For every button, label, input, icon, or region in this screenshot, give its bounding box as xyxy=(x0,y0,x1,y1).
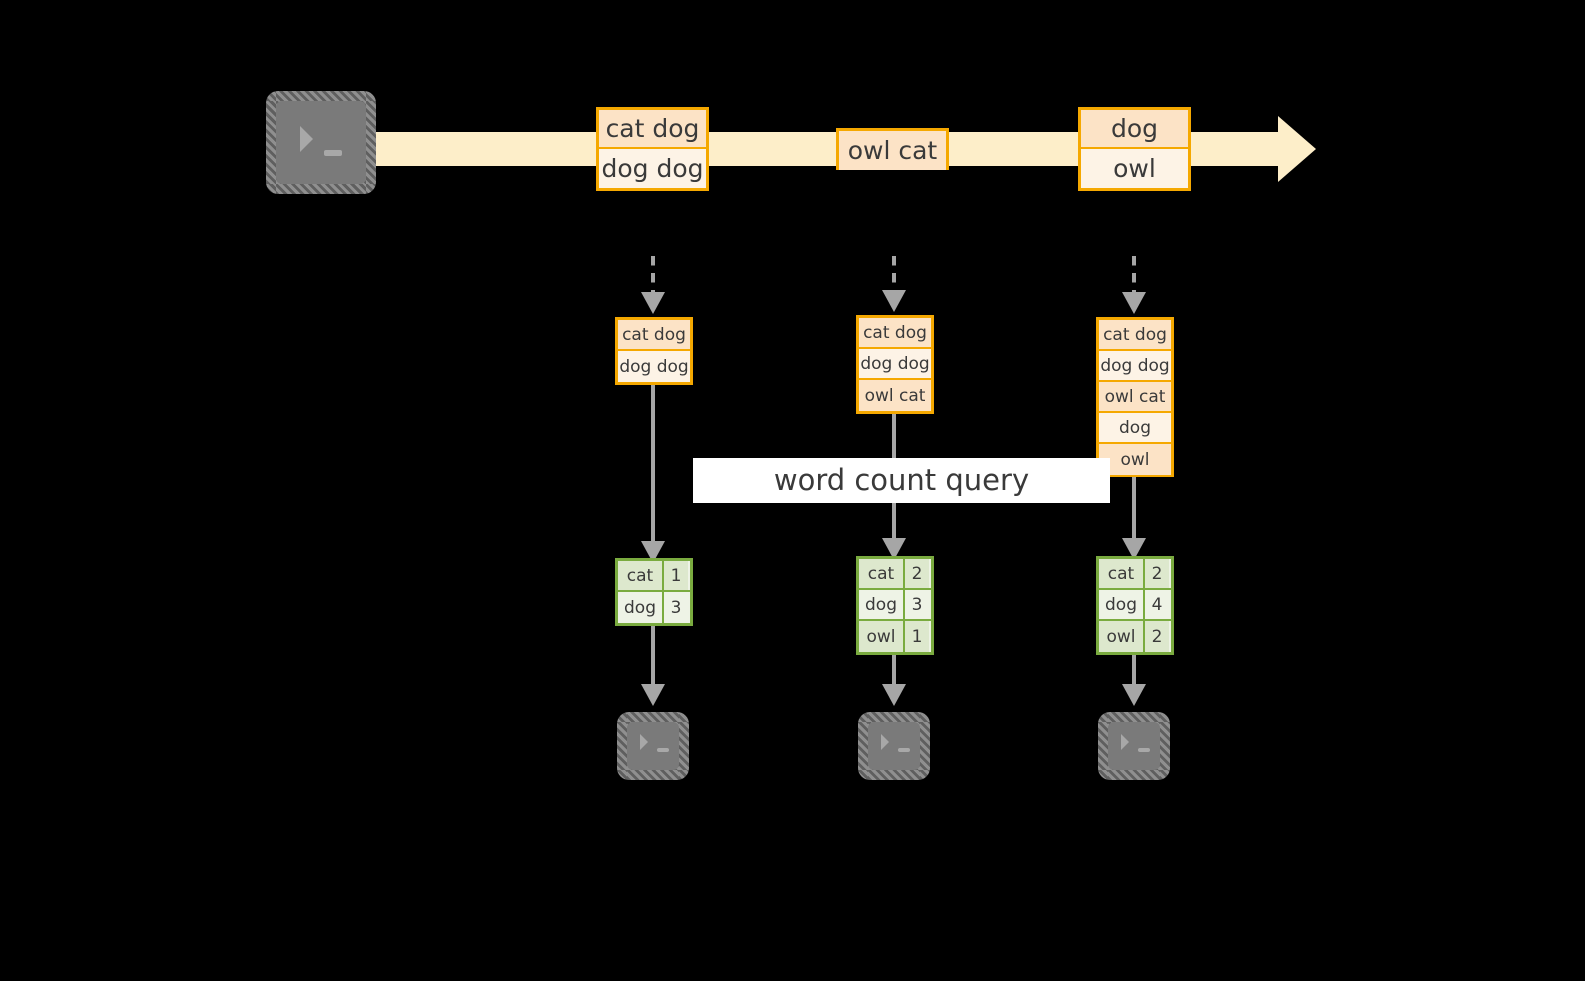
column-1-state-stack[interactable]: cat dog dog dog xyxy=(615,317,693,385)
column-2-tap-line xyxy=(892,256,896,294)
column-2-state-stack[interactable]: cat dog dog dog owl cat xyxy=(856,315,934,414)
terminal-screen xyxy=(627,722,679,770)
state-record-line: dog dog xyxy=(618,351,690,382)
count-row: owl 2 xyxy=(1099,621,1171,652)
count-row: cat 1 xyxy=(618,561,690,592)
timeline-record-3[interactable]: dog owl xyxy=(1078,107,1191,191)
count-row: cat 2 xyxy=(859,559,931,590)
timeline-arrow-head xyxy=(1278,116,1316,182)
column-2-sink-arrowhead xyxy=(882,684,906,706)
column-2-sink-line xyxy=(892,655,896,688)
column-3-query-arrowhead xyxy=(1122,538,1146,560)
count-word: dog xyxy=(1099,590,1145,619)
terminal-screen xyxy=(868,722,920,770)
column-2-query-arrowhead xyxy=(882,538,906,560)
terminal-cursor-icon xyxy=(657,748,669,752)
count-row: cat 2 xyxy=(1099,559,1171,590)
state-record-line: cat dog xyxy=(618,320,690,351)
terminal-screen xyxy=(276,101,366,184)
column-3-state-stack[interactable]: cat dog dog dog owl cat dog owl xyxy=(1096,317,1174,477)
column-3-query-line xyxy=(1132,477,1136,542)
record-line: cat dog xyxy=(599,110,706,149)
record-line: dog dog xyxy=(599,149,706,188)
state-record-line: owl cat xyxy=(1099,382,1171,413)
column-1-count-table[interactable]: cat 1 dog 3 xyxy=(615,558,693,626)
terminal-cursor-icon xyxy=(1138,748,1150,752)
count-row: dog 3 xyxy=(618,592,690,623)
column-1-sink-line xyxy=(651,626,655,688)
column-1-query-line xyxy=(651,385,655,545)
column-3-count-table[interactable]: cat 2 dog 4 owl 2 xyxy=(1096,556,1174,655)
count-word: dog xyxy=(859,590,905,619)
count-value: 4 xyxy=(1145,590,1169,619)
state-record-line: dog dog xyxy=(859,349,931,380)
terminal-prompt-chevron-icon xyxy=(300,126,313,152)
terminal-cursor-icon xyxy=(898,748,910,752)
count-value: 1 xyxy=(664,561,688,590)
count-word: cat xyxy=(618,561,664,590)
count-word: owl xyxy=(859,621,905,652)
record-line: owl cat xyxy=(839,131,946,170)
count-value: 1 xyxy=(905,621,929,652)
state-record-line: cat dog xyxy=(1099,320,1171,351)
count-value: 2 xyxy=(1145,621,1169,652)
state-record-line: dog dog xyxy=(1099,351,1171,382)
column-2-count-table[interactable]: cat 2 dog 3 owl 1 xyxy=(856,556,934,655)
column-1-sink-arrowhead xyxy=(641,684,665,706)
column-3-sink-line xyxy=(1132,655,1136,688)
count-word: owl xyxy=(1099,621,1145,652)
column-3-sink-arrowhead xyxy=(1122,684,1146,706)
count-row: dog 4 xyxy=(1099,590,1171,621)
state-record-line: owl cat xyxy=(859,380,931,411)
query-label: word count query xyxy=(773,462,1030,497)
state-record-line: owl xyxy=(1099,444,1171,475)
count-word: dog xyxy=(618,592,664,623)
query-label-band: word count query xyxy=(693,458,1110,503)
record-line: dog xyxy=(1081,110,1188,149)
record-line: owl xyxy=(1081,149,1188,188)
column-3-sink-terminal[interactable] xyxy=(1098,712,1170,780)
count-value: 3 xyxy=(905,590,929,619)
count-value: 2 xyxy=(1145,559,1169,588)
terminal-screen xyxy=(1108,722,1160,770)
state-record-line: cat dog xyxy=(859,318,931,349)
column-2-tap-arrowhead xyxy=(882,290,906,312)
column-1-query-arrowhead xyxy=(641,541,665,563)
terminal-cursor-icon xyxy=(324,150,342,156)
count-value: 2 xyxy=(905,559,929,588)
count-word: cat xyxy=(1099,559,1145,588)
terminal-prompt-chevron-icon xyxy=(881,734,889,750)
state-record-line: dog xyxy=(1099,413,1171,444)
column-2-sink-terminal[interactable] xyxy=(858,712,930,780)
timeline-record-2[interactable]: owl cat xyxy=(836,128,949,170)
terminal-prompt-chevron-icon xyxy=(640,734,648,750)
terminal-prompt-chevron-icon xyxy=(1121,734,1129,750)
column-1-tap-arrowhead xyxy=(641,292,665,314)
source-terminal[interactable] xyxy=(266,91,376,194)
timeline-record-1[interactable]: cat dog dog dog xyxy=(596,107,709,191)
count-row: dog 3 xyxy=(859,590,931,621)
column-3-tap-line xyxy=(1132,256,1136,296)
column-1-sink-terminal[interactable] xyxy=(617,712,689,780)
column-3-tap-arrowhead xyxy=(1122,292,1146,314)
count-row: owl 1 xyxy=(859,621,931,652)
count-value: 3 xyxy=(664,592,688,623)
count-word: cat xyxy=(859,559,905,588)
column-1-tap-line xyxy=(651,256,655,296)
